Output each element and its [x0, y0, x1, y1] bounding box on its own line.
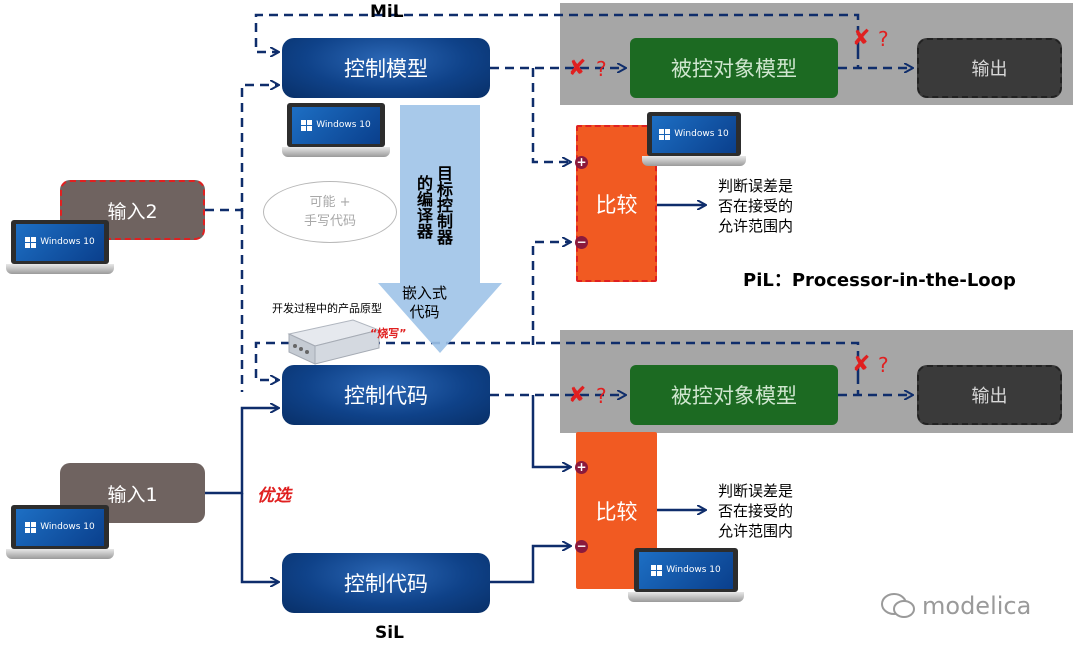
minus-sign-bottom: −	[575, 539, 588, 553]
question-mark: ?	[596, 57, 607, 81]
laptop-icon: Windows 10	[628, 548, 744, 602]
minus-sign-top: −	[575, 235, 588, 249]
laptop-icon: Windows 10	[282, 103, 390, 157]
plant-model-bottom-box: 被控对象模型	[630, 365, 838, 425]
flash-text: “烧写”	[370, 327, 407, 340]
compiler-arrow	[378, 105, 502, 353]
prototype-text: 开发过程中的产品原型	[272, 302, 382, 315]
control-code-bottom-box: 控制代码	[282, 553, 490, 613]
prototype-device-image	[287, 319, 381, 365]
question-mark: ?	[878, 353, 889, 377]
laptop-icon: Windows 10	[642, 112, 746, 166]
input2-box: 输入2	[60, 180, 205, 240]
compare-top-box: 比较	[576, 125, 657, 282]
judge-text-bottom: 判断误差是 否在接受的 允许范围内	[718, 482, 794, 540]
pil-feedback-line	[254, 341, 860, 380]
mil-label: MiL	[370, 2, 404, 22]
pil-label: PiL：Processor-in-the-Loop	[743, 270, 1016, 291]
question-mark: ?	[596, 384, 607, 408]
control-code-top-box: 控制代码	[282, 365, 490, 425]
laptop-icon: Windows 10	[6, 220, 114, 274]
x-mark-icon: ✘	[568, 56, 587, 81]
maybe-handwritten-ellipse: 可能 + 手写代码	[263, 181, 397, 243]
x-mark-icon: ✘	[568, 383, 587, 408]
plus-sign-bottom: +	[575, 460, 588, 474]
output-top-box: 输出	[917, 38, 1062, 98]
x-mark-icon: ✘	[852, 352, 871, 377]
plant-model-top-box: 被控对象模型	[630, 38, 838, 98]
compiler-text-col2: 的编译器	[414, 175, 433, 239]
embedded-code-text: 嵌入式 代码	[402, 284, 448, 321]
preferred-text: 优选	[257, 486, 291, 506]
output-bottom-box: 输出	[917, 365, 1062, 425]
judge-text-top: 判断误差是 否在接受的 允许范围内	[718, 177, 794, 235]
input2-line	[205, 85, 278, 212]
laptop-icon: Windows 10	[6, 505, 114, 559]
plus-sign-top: +	[575, 155, 588, 169]
x-mark-icon: ✘	[852, 26, 871, 51]
sil-label: SiL	[375, 623, 404, 643]
compiler-text-col1: 目标控制器	[434, 165, 453, 245]
control-model-box: 控制模型	[282, 38, 490, 98]
mil-feedback-line	[254, 13, 860, 52]
question-mark: ?	[878, 27, 889, 51]
watermark: modelica	[880, 592, 1031, 620]
wechat-icon	[881, 593, 915, 618]
